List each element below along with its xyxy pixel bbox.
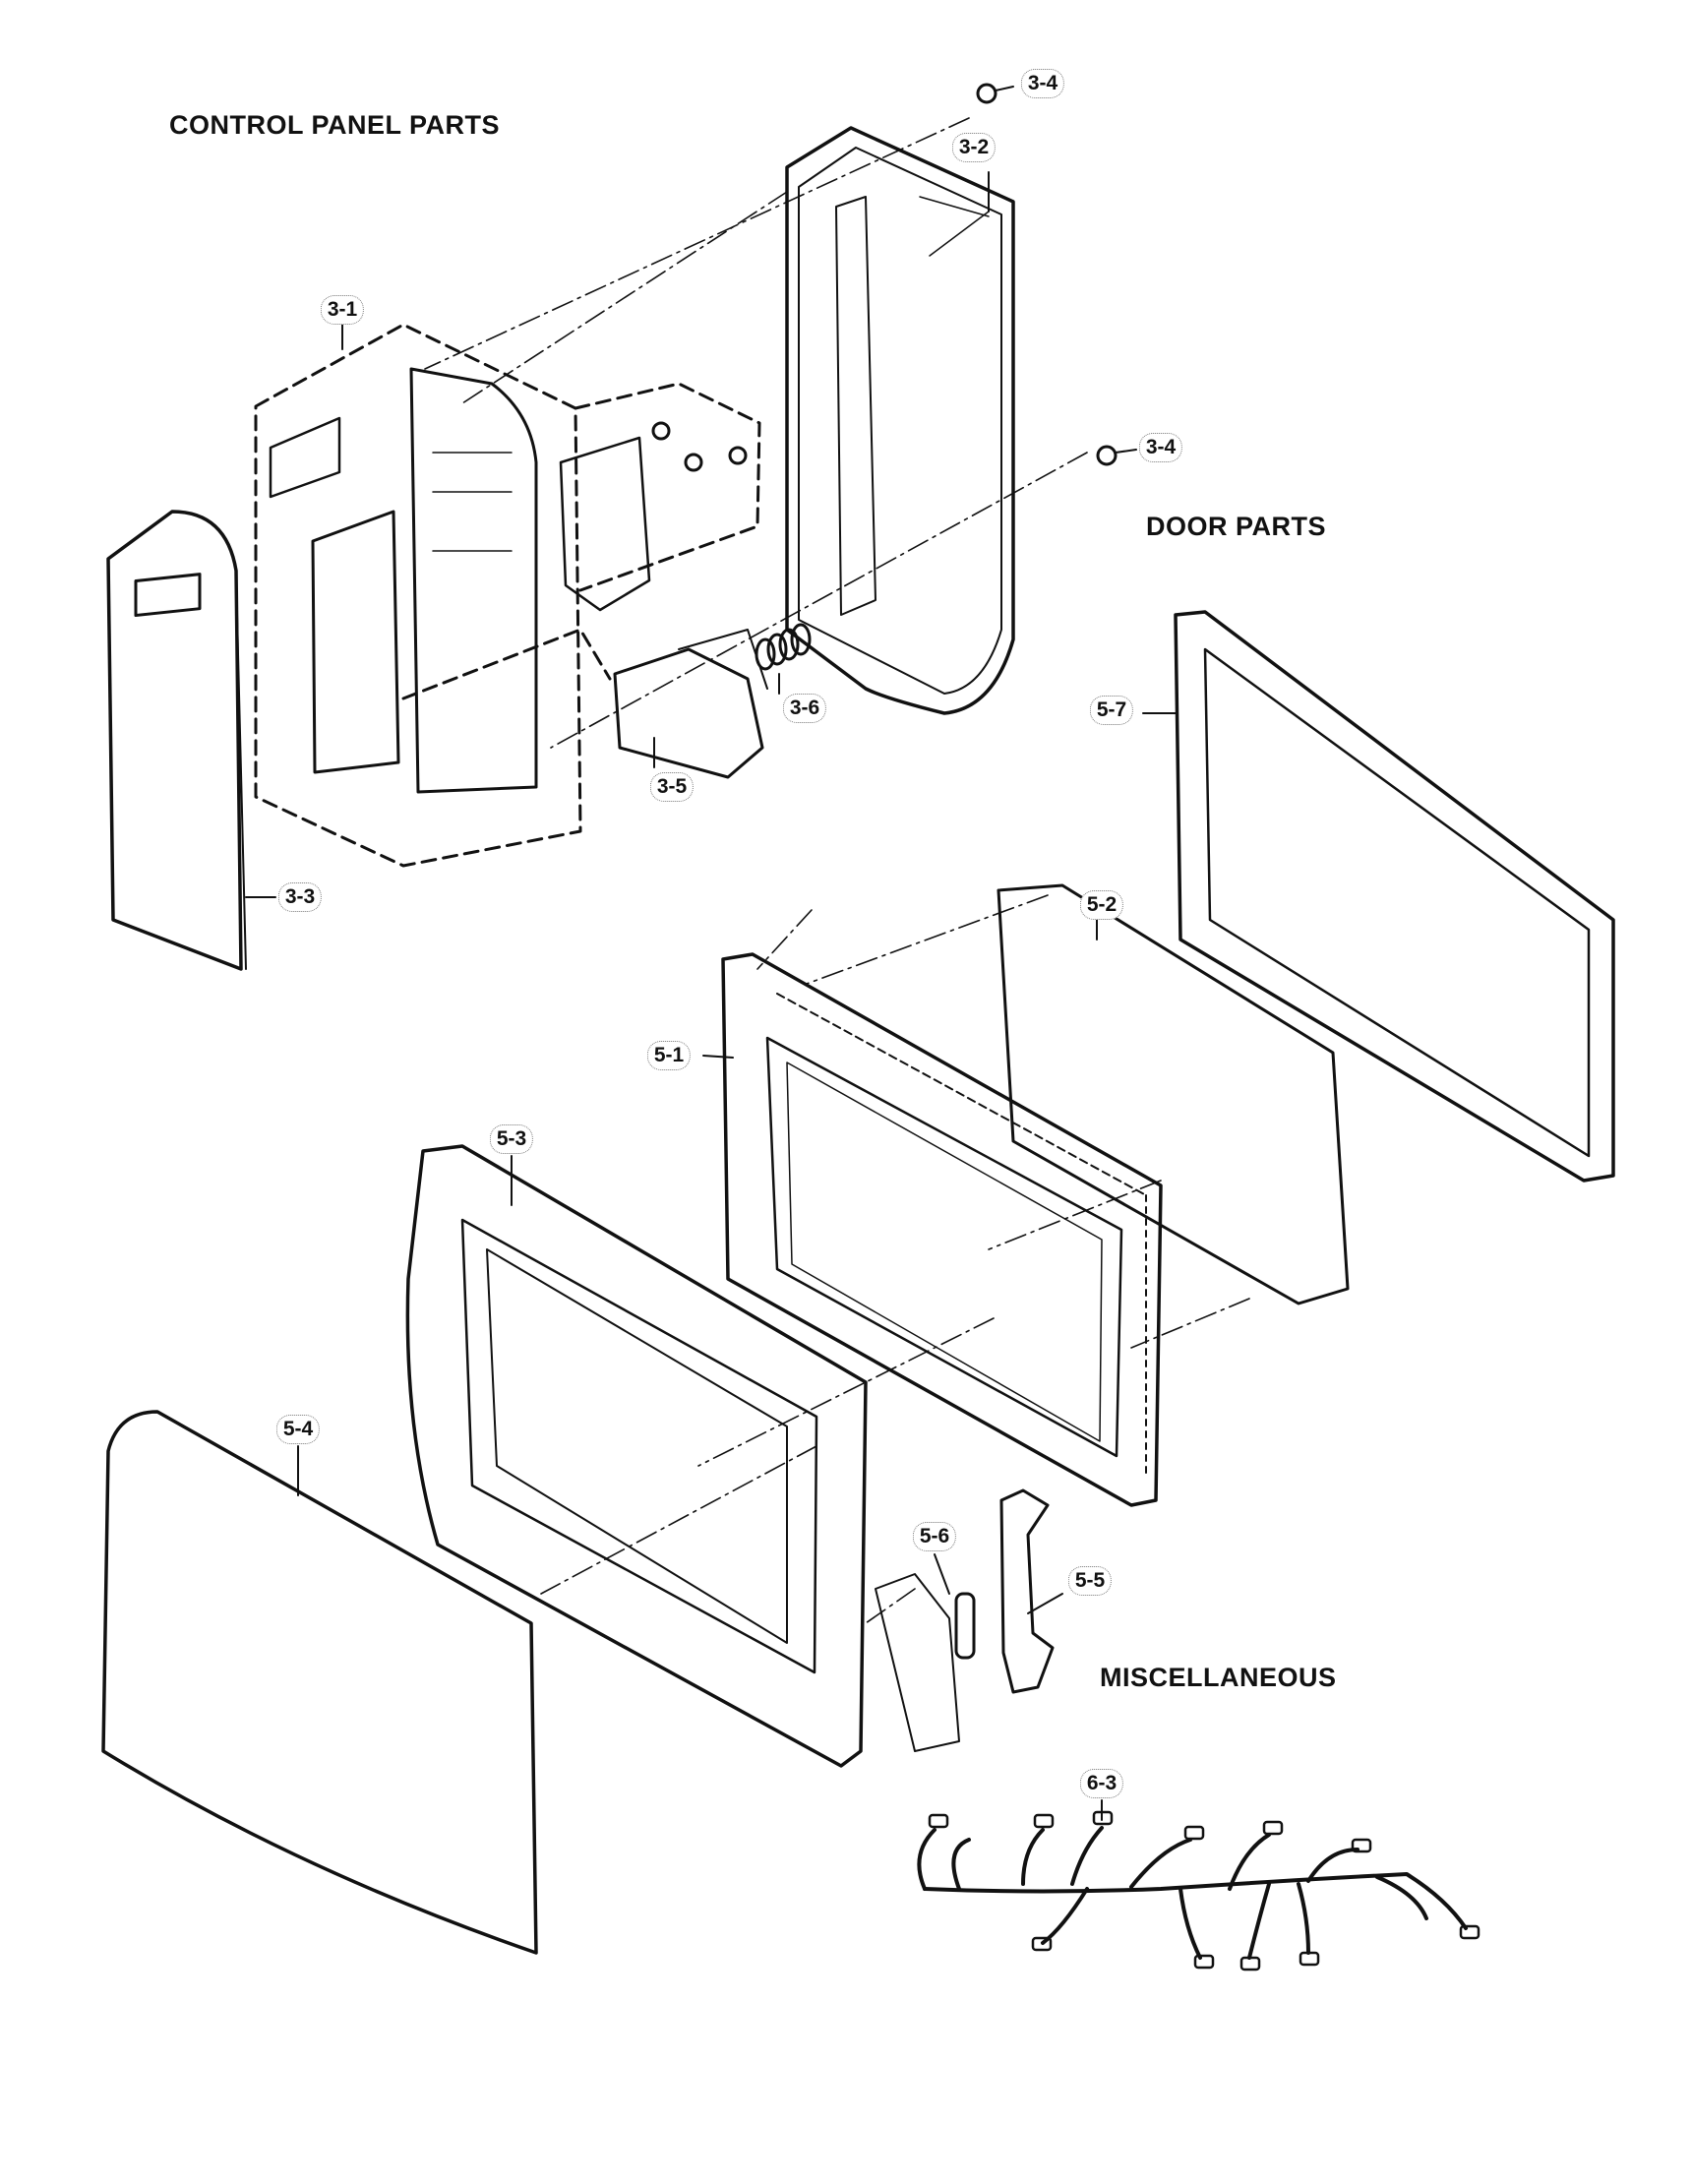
- control-panel-cover-3-3: [106, 510, 247, 971]
- callout-3-2: 3-2: [951, 133, 997, 162]
- callout-3-4-mid: 3-4: [1138, 433, 1183, 462]
- wire-harness-6-3: [917, 1810, 1480, 1972]
- callout-3-5: 3-5: [649, 772, 695, 802]
- section-title-door: DOOR PARTS: [1146, 512, 1327, 541]
- callout-3-3: 3-3: [277, 882, 323, 912]
- callout-3-4-top: 3-4: [1020, 69, 1065, 98]
- callout-leaders: [245, 171, 1177, 1821]
- callout-5-4: 5-4: [275, 1415, 321, 1444]
- callout-5-2: 5-2: [1079, 890, 1124, 920]
- section-title-misc: MISCELLANEOUS: [1100, 1663, 1337, 1692]
- callout-3-1: 3-1: [320, 295, 365, 325]
- door-spring-5-6: [875, 1573, 976, 1752]
- callout-5-1: 5-1: [646, 1041, 692, 1070]
- door-assembly-5-1: [721, 952, 1163, 1507]
- callout-5-7: 5-7: [1089, 696, 1134, 725]
- callout-5-6: 5-6: [912, 1522, 957, 1551]
- door-glass-5-2: [997, 883, 1350, 1305]
- screw-3-4-top: [976, 83, 1014, 104]
- door-outer-panel-5-4: [101, 1410, 538, 1955]
- pcb-assembly-3-1: [254, 323, 761, 868]
- latch-block-3-5: [613, 629, 768, 779]
- section-title-control-panel: CONTROL PANEL PARTS: [169, 110, 501, 140]
- callout-5-3: 5-3: [489, 1124, 534, 1154]
- alignment-lines: [424, 117, 1250, 1624]
- control-frame-3-2: [785, 126, 1015, 715]
- callout-6-3: 6-3: [1079, 1769, 1124, 1798]
- screw-3-4-mid: [1096, 445, 1137, 466]
- door-hook-5-5: [999, 1488, 1055, 1694]
- spring-3-6: [755, 623, 812, 671]
- callout-3-6: 3-6: [782, 694, 827, 723]
- door-inner-frame-5-3: [405, 1144, 868, 1768]
- callout-5-5: 5-5: [1067, 1566, 1113, 1596]
- door-frame-5-7: [1174, 610, 1615, 1183]
